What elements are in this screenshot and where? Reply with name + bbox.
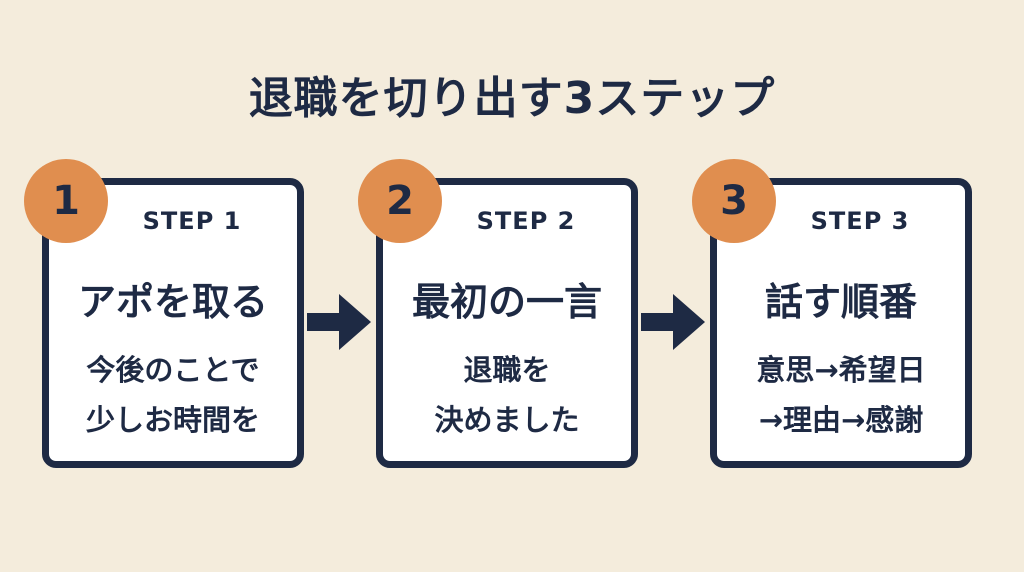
- step-1-card: STEP 1 アポを取る 今後のことで 少しお時間を: [42, 178, 304, 468]
- step-1-number-badge: 1: [24, 159, 108, 243]
- step-2-heading: 最初の一言: [411, 280, 602, 324]
- right-arrow-icon: [307, 294, 371, 350]
- diagram-title: 退職を切り出す3ステップ: [248, 73, 776, 124]
- step-2-line-1: 退職を: [463, 353, 551, 387]
- step-3-number-badge: 3: [692, 159, 776, 243]
- step-2-description: 退職を 決めました: [383, 345, 631, 445]
- step-3-label: STEP 3: [810, 207, 910, 235]
- step-1-line-2: 少しお時間を: [85, 403, 260, 437]
- step-2-line-2: 決めました: [434, 403, 580, 437]
- step-2-label: STEP 2: [476, 207, 576, 235]
- step-3-heading: 話す順番: [764, 280, 917, 324]
- step-1-line-1: 今後のことで: [86, 353, 260, 387]
- step-2-number-badge: 2: [358, 159, 442, 243]
- step-3-line-1: 意思→希望日: [756, 353, 926, 387]
- step-3-line-2: →理由→感謝: [758, 403, 924, 437]
- step-3-description: 意思→希望日 →理由→感謝: [717, 345, 965, 445]
- step-1-description: 今後のことで 少しお時間を: [49, 345, 297, 445]
- step-1-heading: アポを取る: [77, 280, 268, 324]
- right-arrow-icon: [641, 294, 705, 350]
- step-1-label: STEP 1: [142, 207, 242, 235]
